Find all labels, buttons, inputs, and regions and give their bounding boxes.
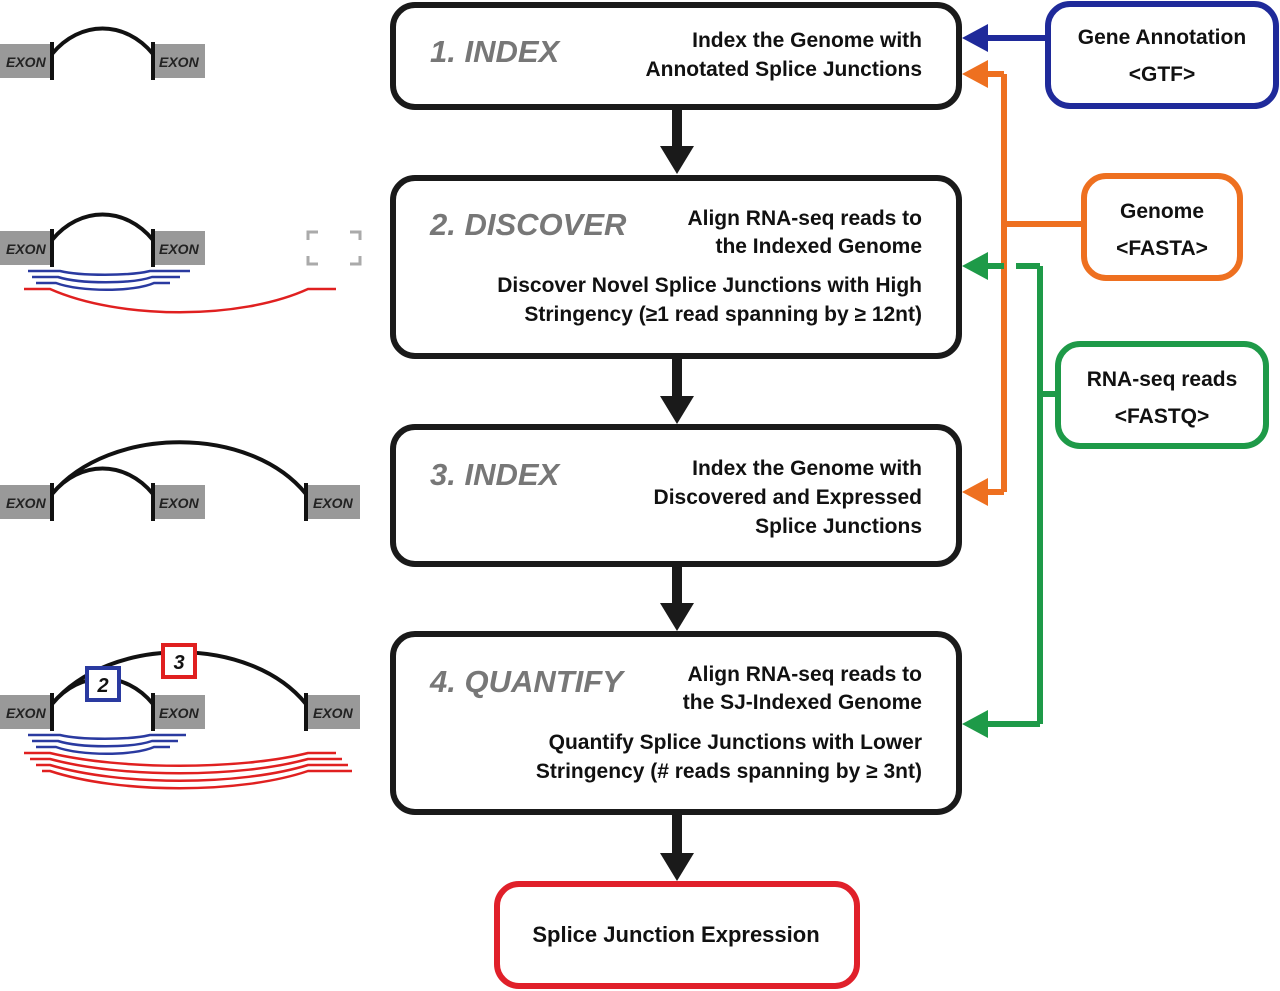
input-box-fastq: RNA-seq reads <FASTQ> <box>1055 341 1269 449</box>
connector-fasta-arrowhead-3 <box>962 478 988 506</box>
step-1-title: 1. INDEX <box>430 34 562 69</box>
input-gtf-line-1: Gene Annotation <box>1078 26 1246 49</box>
exon-label: EXON <box>6 705 47 721</box>
step-4-desc2-line-2: Stringency (# reads spanning by ≥ 3nt) <box>536 760 922 783</box>
step-2-title: 2. DISCOVER <box>429 207 627 242</box>
exon-block <box>153 485 205 519</box>
read-red <box>24 287 336 314</box>
badge-2-label: 2 <box>96 675 108 697</box>
step-4-desc-line-1: Align RNA-seq reads to <box>687 663 922 686</box>
exon-illustration-2: EXON EXON <box>0 212 362 314</box>
step-2-desc2-line-2: Stringency (≥1 read spanning by ≥ 12nt) <box>524 303 922 326</box>
badge-3-label: 3 <box>173 652 184 674</box>
step-3-desc-line-2: Discovered and Expressed <box>654 486 922 509</box>
exon-label: EXON <box>159 495 200 511</box>
connector-gtf <box>962 24 1048 52</box>
step-4-title: 4. QUANTIFY <box>429 664 626 699</box>
exon-illustration-1: EXON EXON <box>0 26 205 80</box>
step-3-desc-line-1: Index the Genome with <box>692 457 922 480</box>
exon-illustration-3: EXON EXON EXON <box>0 440 360 521</box>
step-box-2: 2. DISCOVER Align RNA-seq reads to the I… <box>390 175 962 359</box>
step-4-desc2-line-1: Quantify Splice Junctions with Lower <box>549 731 922 754</box>
exon-block <box>0 485 52 519</box>
badge-3 <box>161 643 197 679</box>
junction-arc <box>50 440 308 496</box>
read-blue <box>32 739 178 748</box>
step-1-desc-line-2: Annotated Splice Junctions <box>645 58 922 81</box>
connector-fastq-arrowhead-2 <box>962 252 988 280</box>
input-box-fasta: Genome <FASTA> <box>1081 173 1243 281</box>
badge-2 <box>85 666 121 702</box>
exon-label: EXON <box>6 495 47 511</box>
step-box-4: 4. QUANTIFY Align RNA-seq reads to the S… <box>390 631 962 815</box>
input-fastq-line-2: <FASTQ> <box>1115 405 1210 428</box>
step-1-desc-line-1: Index the Genome with <box>692 29 922 52</box>
read-blue <box>32 275 180 284</box>
exon-label: EXON <box>6 241 47 257</box>
step-box-3: 3. INDEX Index the Genome with Discovere… <box>390 424 962 567</box>
exon-block <box>153 231 205 265</box>
flow-arrows <box>660 110 694 881</box>
exon-block <box>153 44 205 78</box>
read-blue <box>28 269 190 276</box>
novel-site-bracket <box>306 230 362 266</box>
exon-illustration-4: EXON EXON EXON 2 3 <box>0 643 360 790</box>
exon-label: EXON <box>159 241 200 257</box>
connector-fasta-arrowhead-1 <box>962 60 988 88</box>
read-blue <box>36 745 170 755</box>
connector-fastq <box>984 263 1058 727</box>
input-fasta-line-1: Genome <box>1120 200 1204 223</box>
step-2-desc-line-1: Align RNA-seq reads to <box>687 207 922 230</box>
step-2-desc-line-2: the Indexed Genome <box>715 235 922 258</box>
exon-block <box>306 485 360 519</box>
output-box: Splice Junction Expression <box>494 881 860 989</box>
exon-block <box>0 231 52 265</box>
step-2-desc2-line-1: Discover Novel Splice Junctions with Hig… <box>497 274 922 297</box>
exon-block <box>306 695 360 729</box>
exon-label: EXON <box>159 705 200 721</box>
exon-label: EXON <box>313 495 354 511</box>
input-box-gtf: Gene Annotation <GTF> <box>1045 1 1279 109</box>
step-4-desc-line-2: the SJ-Indexed Genome <box>683 691 922 714</box>
read-blue <box>36 281 170 291</box>
read-red <box>36 763 348 782</box>
exon-label: EXON <box>313 705 354 721</box>
connector-fastq-arrowhead-4 <box>962 710 988 738</box>
exon-block <box>0 695 52 729</box>
exon-label: EXON <box>6 54 47 70</box>
input-fastq-line-1: RNA-seq reads <box>1087 368 1238 391</box>
read-blue <box>28 733 186 740</box>
junction-arc <box>50 212 155 242</box>
step-box-1: 1. INDEX Index the Genome with Annotated… <box>390 2 962 110</box>
junction-arc <box>50 26 155 56</box>
read-red <box>24 751 336 767</box>
step-3-title: 3. INDEX <box>430 457 562 492</box>
input-gtf-line-2: <GTF> <box>1129 63 1196 86</box>
exon-label: EXON <box>159 54 200 70</box>
input-fasta-line-2: <FASTA> <box>1116 237 1208 260</box>
read-red <box>30 757 342 775</box>
read-red <box>42 769 352 790</box>
exon-block <box>153 695 205 729</box>
exon-block <box>0 44 52 78</box>
step-3-desc-line-3: Splice Junctions <box>755 515 922 538</box>
output-label: Splice Junction Expression <box>532 922 819 947</box>
